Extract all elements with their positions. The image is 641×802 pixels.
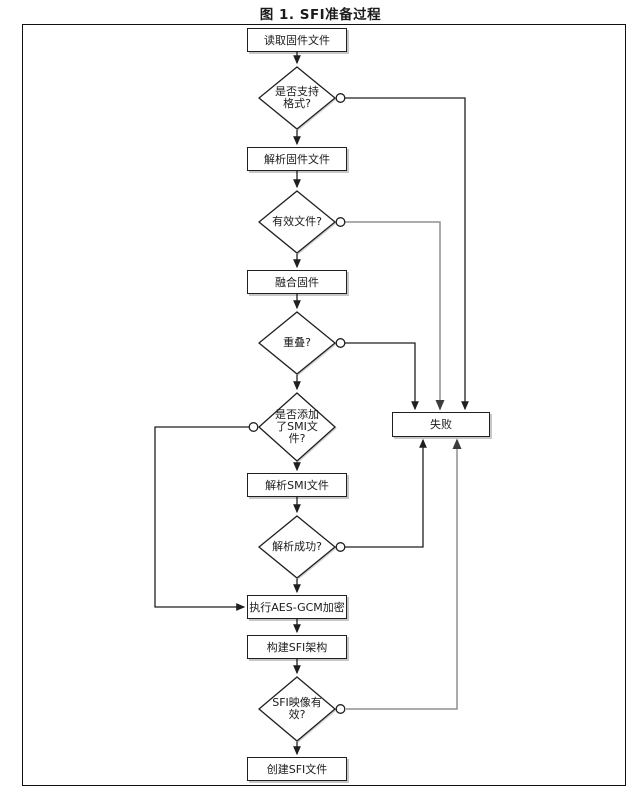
edge-valid-file-to-fail [345, 221, 445, 411]
node-merge-firmware-label: 融合固件 [275, 275, 319, 289]
edge-overlap-to-fail [345, 342, 419, 411]
node-read-firmware-label: 读取固件文件 [264, 33, 330, 47]
flowchart-frame [22, 24, 626, 786]
decision-valid-file: 有效文件? [258, 190, 336, 254]
exit-circle-sfi-valid [335, 704, 346, 714]
decision-smi-added-label: 是否添加了SMI文件? [275, 408, 319, 445]
decision-valid-file-label: 有效文件? [272, 215, 322, 229]
decision-sfi-valid-label: SFI映像有效? [272, 696, 322, 721]
exit-circle-valid-file [335, 217, 346, 227]
decision-smi-added: 是否添加了SMI文件? [258, 392, 336, 462]
decision-exit-circles [248, 93, 346, 714]
node-parse-firmware-label: 解析固件文件 [264, 152, 330, 166]
figure-title: 图 1. SFI准备过程 [259, 7, 382, 23]
edge-smi-added-to-aes-gcm [154, 426, 249, 611]
exit-circle-smi-added [248, 422, 259, 432]
decision-overlap-label: 重叠? [283, 336, 311, 350]
node-parse-firmware: 解析固件文件 [247, 147, 347, 171]
exit-circle-parse-success [335, 542, 346, 552]
node-aes-gcm-label: 执行AES-GCM加密 [249, 600, 345, 614]
node-build-sfi: 构建SFI架构 [247, 635, 347, 659]
node-parse-smi: 解析SMI文件 [247, 473, 347, 497]
diamond-shape [258, 676, 336, 742]
decision-format-supported-label: 是否支持格式? [275, 85, 319, 110]
node-fail: 失败 [392, 412, 490, 437]
decision-parse-success: 解析成功? [258, 515, 336, 579]
node-create-sfi: 创建SFI文件 [247, 757, 347, 781]
diamond-shape [258, 515, 336, 579]
diamond-shape [258, 392, 336, 462]
edge-format-supported-to-fail [345, 97, 469, 411]
diamond-shape [258, 311, 336, 375]
decision-overlap: 重叠? [258, 311, 336, 375]
diamond-shape [258, 66, 336, 130]
exit-circle-format-supported [335, 93, 346, 103]
node-create-sfi-label: 创建SFI文件 [266, 762, 328, 776]
node-aes-gcm: 执行AES-GCM加密 [247, 595, 347, 619]
node-merge-firmware: 融合固件 [247, 270, 347, 294]
decision-parse-success-label: 解析成功? [272, 540, 322, 554]
edge-parse-success-to-fail [345, 438, 427, 548]
diamond-shape [258, 190, 336, 254]
exit-circle-overlap [335, 338, 346, 348]
edge-sfi-valid-to-fail [346, 438, 462, 710]
node-build-sfi-label: 构建SFI架构 [266, 640, 328, 654]
node-fail-label: 失败 [430, 418, 452, 431]
decision-format-supported: 是否支持格式? [258, 66, 336, 130]
node-parse-smi-label: 解析SMI文件 [265, 478, 329, 492]
node-read-firmware: 读取固件文件 [247, 28, 347, 52]
decision-sfi-valid: SFI映像有效? [258, 676, 336, 742]
